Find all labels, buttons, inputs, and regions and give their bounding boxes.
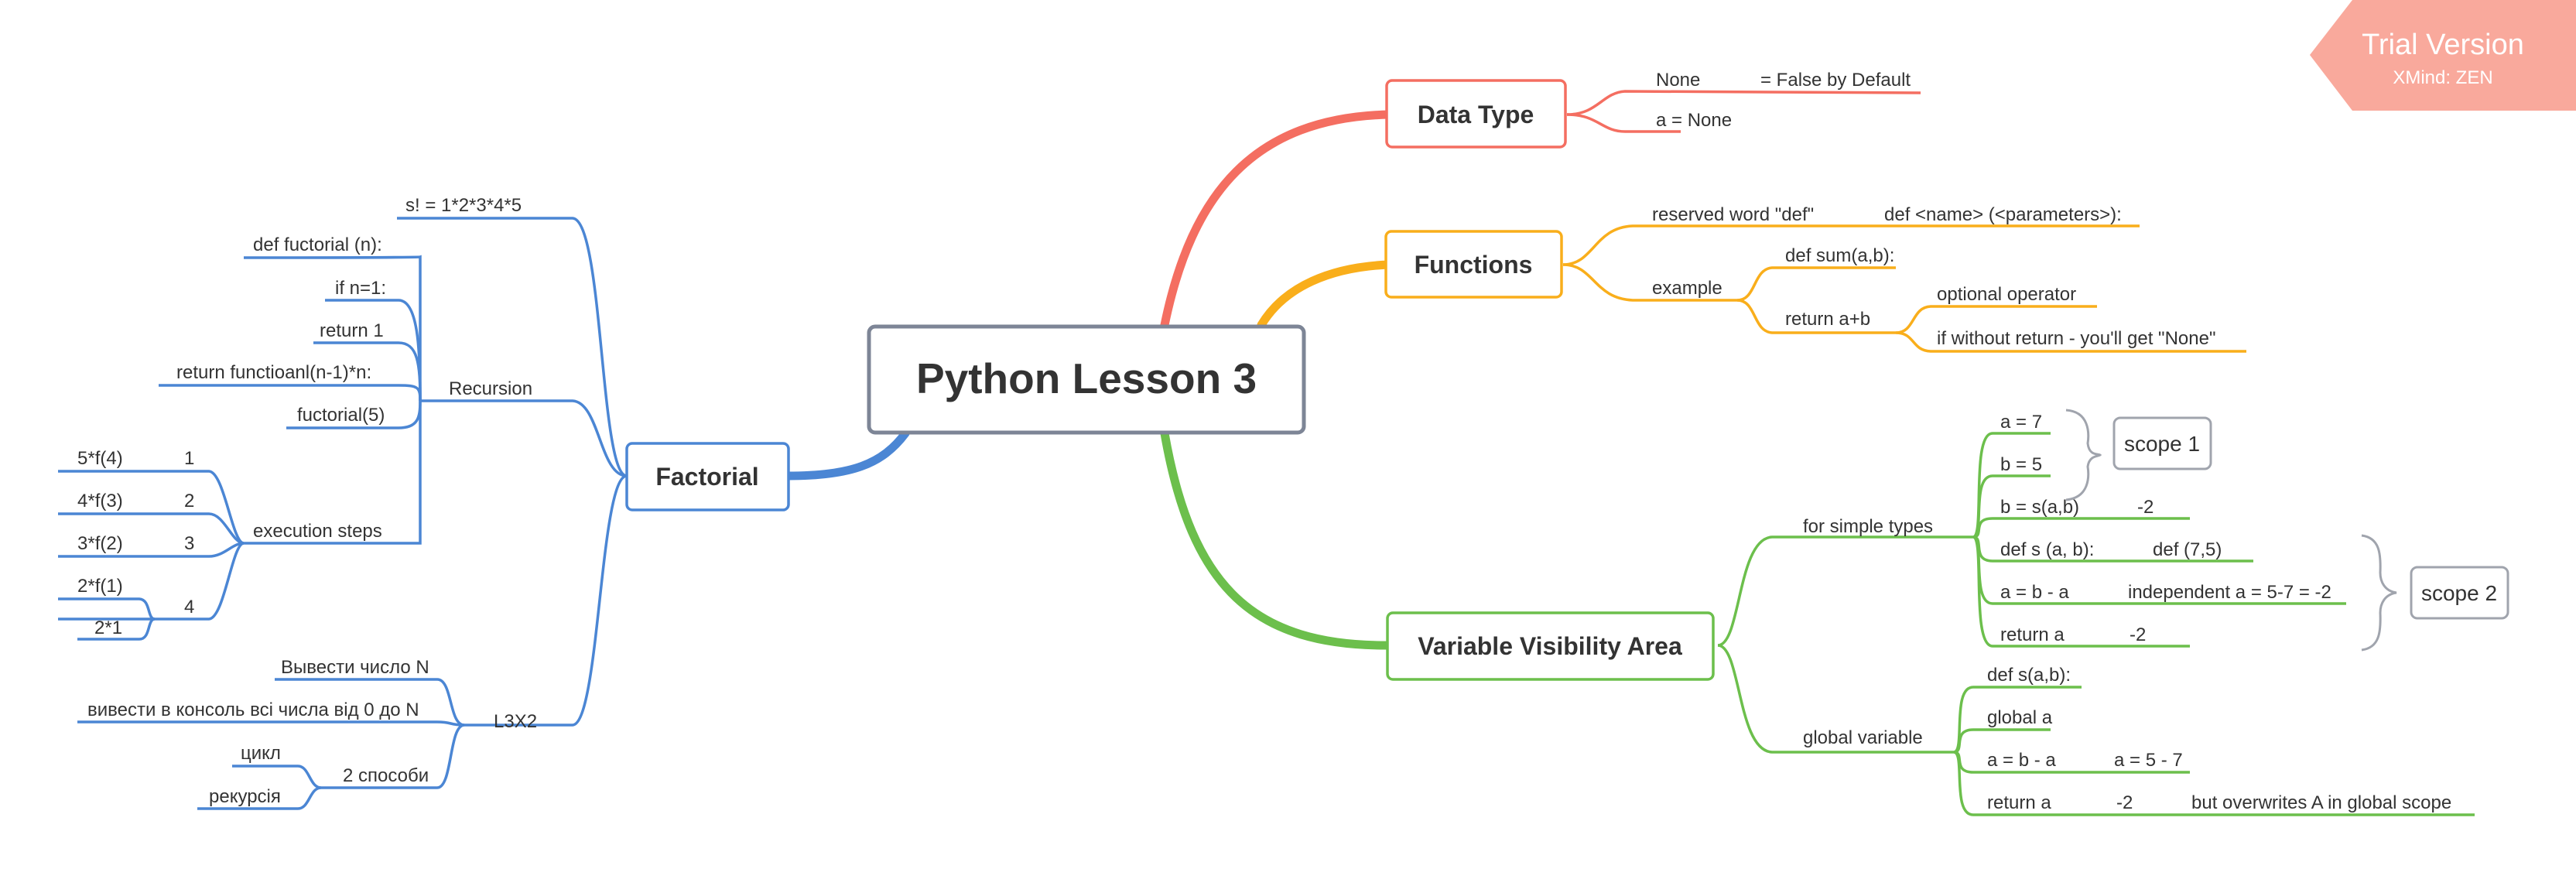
factorial-num1[interactable]: 1 [184, 448, 194, 469]
factorial-vyvesty[interactable]: Вывести число N [281, 657, 429, 678]
factorial-call[interactable]: fuctorial(5) [297, 405, 385, 426]
factorial-step5[interactable]: 2*1 [94, 617, 122, 638]
functions-def-sum[interactable]: def sum(a,b): [1785, 245, 1894, 266]
factorial-step1[interactable]: 5*f(4) [77, 448, 123, 469]
visibility-independent[interactable]: independent a = 5-7 = -2 [2128, 582, 2331, 603]
visibility-g-return[interactable]: return a [1987, 792, 2051, 813]
visibility-g-def[interactable]: def s(a,b): [1987, 665, 2071, 686]
visibility-lines [1717, 432, 2475, 816]
factorial-num3[interactable]: 3 [184, 533, 194, 554]
functions-without-return[interactable]: if without return - you'll get "None" [1937, 328, 2215, 349]
factorial-step2[interactable]: 4*f(3) [77, 491, 123, 511]
scope2-bracket [2361, 534, 2397, 652]
scope1-node[interactable]: scope 1 [2112, 416, 2212, 470]
factorial-step3[interactable]: 3*f(2) [77, 533, 123, 554]
visibility-return-a-val[interactable]: -2 [2130, 624, 2146, 645]
data-type-none[interactable]: None [1656, 70, 1700, 91]
functions-reserved[interactable]: reserved word "def" [1652, 204, 1814, 225]
central-topic[interactable]: Python Lesson 3 [867, 324, 1306, 435]
branch-factorial [783, 429, 910, 481]
functions-node[interactable]: Functions [1384, 230, 1563, 299]
visibility-g-overwrite[interactable]: but overwrites A in global scope [2191, 792, 2451, 813]
functions-title: Functions [1415, 251, 1533, 279]
factorial-num2[interactable]: 2 [184, 491, 194, 511]
trial-title: Trial Version [2362, 29, 2524, 61]
functions-def-sig[interactable]: def <name> (<parameters>): [1884, 204, 2122, 225]
factorial-recursion-ua[interactable]: рекурсія [209, 786, 281, 807]
central-topic-title: Python Lesson 3 [916, 354, 1257, 402]
visibility-simple[interactable]: for simple types [1803, 516, 1933, 537]
visibility-title: Variable Visibility Area [1418, 632, 1682, 660]
branch-data-type [1160, 110, 1394, 330]
factorial-recursion[interactable]: Recursion [449, 378, 532, 399]
scope1-label: scope 1 [2124, 432, 2200, 456]
factorial-two-ways[interactable]: 2 способи [343, 765, 429, 786]
trial-subtitle: XMind: ZEN [2393, 67, 2492, 88]
factorial-if[interactable]: if n=1: [335, 278, 386, 299]
factorial-console[interactable]: вивести в консоль всі числа від 0 до N [87, 700, 419, 720]
factorial-node[interactable]: Factorial [625, 442, 790, 511]
data-type-lines [1566, 90, 1921, 133]
visibility-a-b-a[interactable]: a = b - a [2000, 582, 2069, 603]
factorial-lines [58, 217, 628, 810]
data-type-node[interactable]: Data Type [1385, 79, 1567, 149]
visibility-node[interactable]: Variable Visibility Area [1386, 611, 1715, 681]
visibility-def-s-call[interactable]: def (7,5) [2153, 539, 2222, 560]
functions-return-ab[interactable]: return a+b [1785, 309, 1870, 330]
trial-ribbon [2310, 0, 2576, 111]
functions-lines [1562, 224, 2246, 353]
factorial-return1[interactable]: return 1 [320, 320, 384, 341]
visibility-g-global[interactable]: global a [1987, 707, 2053, 728]
visibility-g-return-val[interactable]: -2 [2116, 792, 2133, 813]
visibility-global[interactable]: global variable [1803, 727, 1923, 748]
branch-functions [1257, 260, 1394, 330]
visibility-g-aba-val[interactable]: a = 5 - 7 [2114, 750, 2183, 771]
visibility-g-aba[interactable]: a = b - a [1987, 750, 2056, 771]
visibility-b-sab[interactable]: b = s(a,b) [2000, 497, 2079, 518]
data-type-none-note[interactable]: = False by Default [1760, 70, 1911, 91]
visibility-return-a[interactable]: return a [2000, 624, 2065, 645]
factorial-exec[interactable]: execution steps [253, 521, 382, 542]
scope1-bracket [2065, 409, 2102, 501]
scope2-label: scope 2 [2421, 581, 2497, 605]
visibility-b-sab-val[interactable]: -2 [2137, 497, 2154, 518]
factorial-def[interactable]: def fuctorial (n): [253, 234, 382, 255]
factorial-num4[interactable]: 4 [184, 597, 194, 617]
scope2-node[interactable]: scope 2 [2410, 566, 2509, 620]
data-type-title: Data Type [1418, 101, 1534, 128]
visibility-b5[interactable]: b = 5 [2000, 454, 2042, 475]
visibility-a7[interactable]: a = 7 [2000, 412, 2042, 433]
factorial-return-fn[interactable]: return functioanl(n-1)*n: [176, 362, 371, 383]
functions-optional[interactable]: optional operator [1937, 284, 2076, 305]
data-type-a-none[interactable]: a = None [1656, 110, 1732, 131]
factorial-formula[interactable]: s! = 1*2*3*4*5 [405, 195, 522, 216]
factorial-title: Factorial [655, 463, 758, 491]
branch-visibility [1160, 429, 1394, 650]
trial-watermark[interactable]: Trial Version XMind: ZEN [0, 0, 2576, 116]
factorial-loop[interactable]: цикл [241, 743, 281, 764]
factorial-step4[interactable]: 2*f(1) [77, 576, 123, 597]
factorial-l3x2[interactable]: L3X2 [494, 711, 537, 732]
functions-example[interactable]: example [1652, 278, 1722, 299]
visibility-def-s[interactable]: def s (a, b): [2000, 539, 2094, 560]
